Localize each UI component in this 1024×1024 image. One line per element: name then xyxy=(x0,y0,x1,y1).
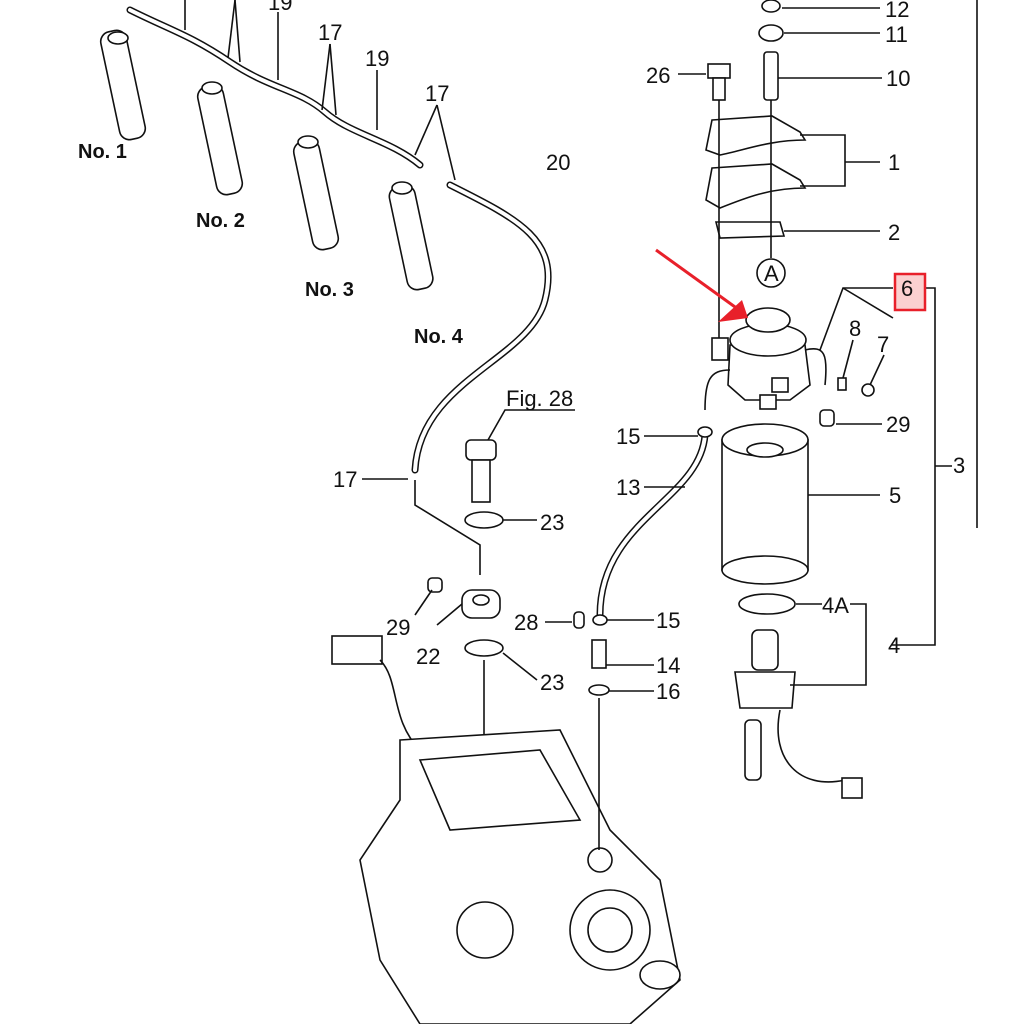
injector-4 xyxy=(388,181,434,291)
callout-28: 28 xyxy=(514,610,538,635)
cap-29 xyxy=(819,409,835,427)
washer-16 xyxy=(588,684,610,696)
injectors xyxy=(99,29,434,291)
cylinder-label-2: No. 2 xyxy=(196,210,245,232)
nut-11 xyxy=(758,24,784,42)
callout-labels: 12 11 10 26 1 2 A 6 8 7 29 3 15 13 5 20 … xyxy=(78,0,965,704)
fuel-hose-13 xyxy=(596,431,709,619)
callout-29: 29 xyxy=(386,615,410,640)
banjo-bolt xyxy=(465,439,497,503)
cylinder-label-1: No. 1 xyxy=(78,141,127,163)
injector-3 xyxy=(292,135,340,251)
bracket-1 xyxy=(705,163,807,209)
callout-19: 19 xyxy=(365,46,389,71)
callout-3: 3 xyxy=(953,453,965,478)
bracket-1 xyxy=(705,115,807,156)
bolt-14 xyxy=(591,639,607,669)
arrow-pointer xyxy=(655,248,743,314)
callout-11: 11 xyxy=(885,22,908,47)
cylinder-label-3: No. 3 xyxy=(305,279,354,301)
callout-15: 15 xyxy=(656,608,680,633)
cylinder-label-4: No. 4 xyxy=(414,326,464,348)
leader-lines xyxy=(362,7,952,692)
callout-13: 13 xyxy=(616,475,640,500)
bleed-screw-8 xyxy=(837,377,847,391)
water-sensor-4 xyxy=(734,629,863,799)
screw-7 xyxy=(861,383,875,397)
banjo-fitting-22 xyxy=(461,589,501,619)
stud-10 xyxy=(763,51,779,101)
injection-pump xyxy=(331,635,681,1024)
figure-reference: Fig. 28 xyxy=(506,386,573,411)
callout-10: 10 xyxy=(886,66,910,91)
callout-7: 7 xyxy=(877,332,889,357)
callout-23: 23 xyxy=(540,670,564,695)
callout-26: 26 xyxy=(646,63,670,88)
nut-12 xyxy=(761,0,781,13)
callout-5: 5 xyxy=(889,483,901,508)
callout-23: 23 xyxy=(540,510,564,535)
callout-2: 2 xyxy=(888,220,900,245)
bolt-26 xyxy=(707,63,731,101)
callout-4: 4 xyxy=(888,633,900,658)
view-a-marker xyxy=(756,258,786,288)
highlight-box xyxy=(893,272,927,312)
callout-29: 29 xyxy=(886,412,910,437)
callout-8: 8 xyxy=(849,316,861,341)
arrow-indicator xyxy=(718,300,748,322)
plug-28 xyxy=(573,611,585,629)
gasket-2 xyxy=(714,221,786,239)
callout-19: 19 xyxy=(268,0,292,15)
callout-14: 14 xyxy=(656,653,680,678)
callout-4a: 4A xyxy=(822,593,849,618)
callout-20: 20 xyxy=(546,150,570,175)
injector-2 xyxy=(196,81,244,196)
o-ring-4a xyxy=(738,593,796,615)
filter-element-5 xyxy=(721,423,809,585)
injector-1 xyxy=(99,29,147,141)
callout-15: 15 xyxy=(616,424,640,449)
callout-17: 17 xyxy=(333,467,357,492)
callout-12: 12 xyxy=(885,0,909,22)
callout-17: 17 xyxy=(318,20,342,45)
callout-16: 16 xyxy=(656,679,680,704)
washer-23 xyxy=(464,511,504,529)
callout-22: 22 xyxy=(416,644,440,669)
callout-17: 17 xyxy=(425,81,449,106)
filter-head xyxy=(704,307,827,411)
cap-29 xyxy=(427,577,443,593)
callout-a: A xyxy=(764,261,779,286)
washer-23 xyxy=(464,639,504,657)
callout-1: 1 xyxy=(888,150,900,175)
callout-6: 6 xyxy=(901,276,913,301)
